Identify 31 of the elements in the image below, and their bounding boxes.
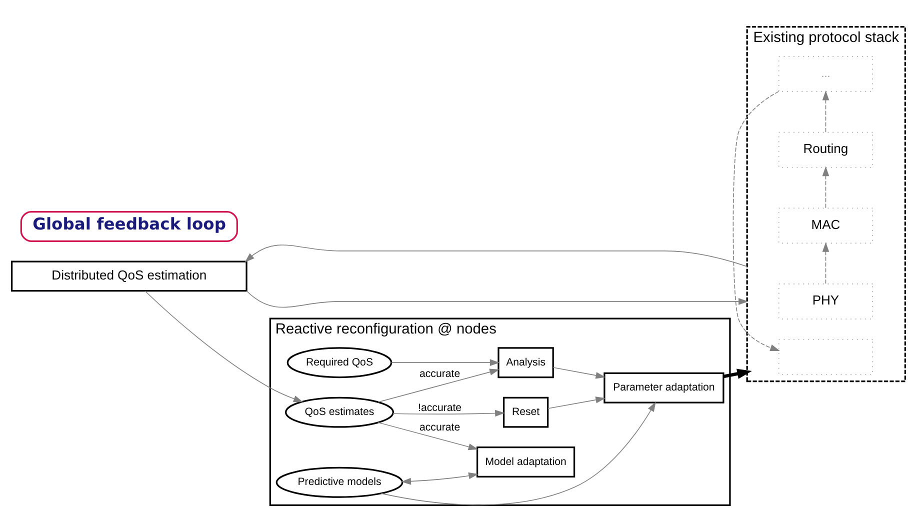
arrow <box>822 166 830 208</box>
arrow <box>378 368 500 402</box>
arrow <box>552 366 606 378</box>
node-box: Global feedback loop <box>20 210 238 242</box>
node-box: Parameter adaptation <box>604 372 724 403</box>
node-box: ... <box>778 56 873 92</box>
arrow <box>732 90 780 350</box>
arrow <box>548 396 606 408</box>
edge-label: !accurate <box>418 402 462 414</box>
arrow <box>822 90 830 132</box>
arrow <box>246 290 748 308</box>
arrow <box>723 368 752 378</box>
node-box: Distributed QoS estimation <box>10 260 248 292</box>
node-ellipse: Predictive models <box>276 466 404 498</box>
arrow <box>144 290 304 402</box>
node-ellipse: Required QoS <box>286 346 392 378</box>
node-box: Model adaptation <box>476 446 576 477</box>
node-box: Routing <box>778 131 873 168</box>
arrow <box>378 422 478 450</box>
arrow <box>392 409 505 416</box>
arrow <box>822 242 830 284</box>
arrow <box>391 358 500 366</box>
arrow <box>244 244 748 266</box>
node-box: Reset <box>502 396 549 428</box>
node-box: Analysis <box>498 346 554 378</box>
node-box <box>778 338 873 374</box>
arrow <box>401 472 478 484</box>
edge-label: accurate <box>420 367 460 380</box>
edge-label: accurate <box>420 421 460 434</box>
node-box: PHY <box>778 283 873 319</box>
node-box: MAC <box>778 207 873 244</box>
